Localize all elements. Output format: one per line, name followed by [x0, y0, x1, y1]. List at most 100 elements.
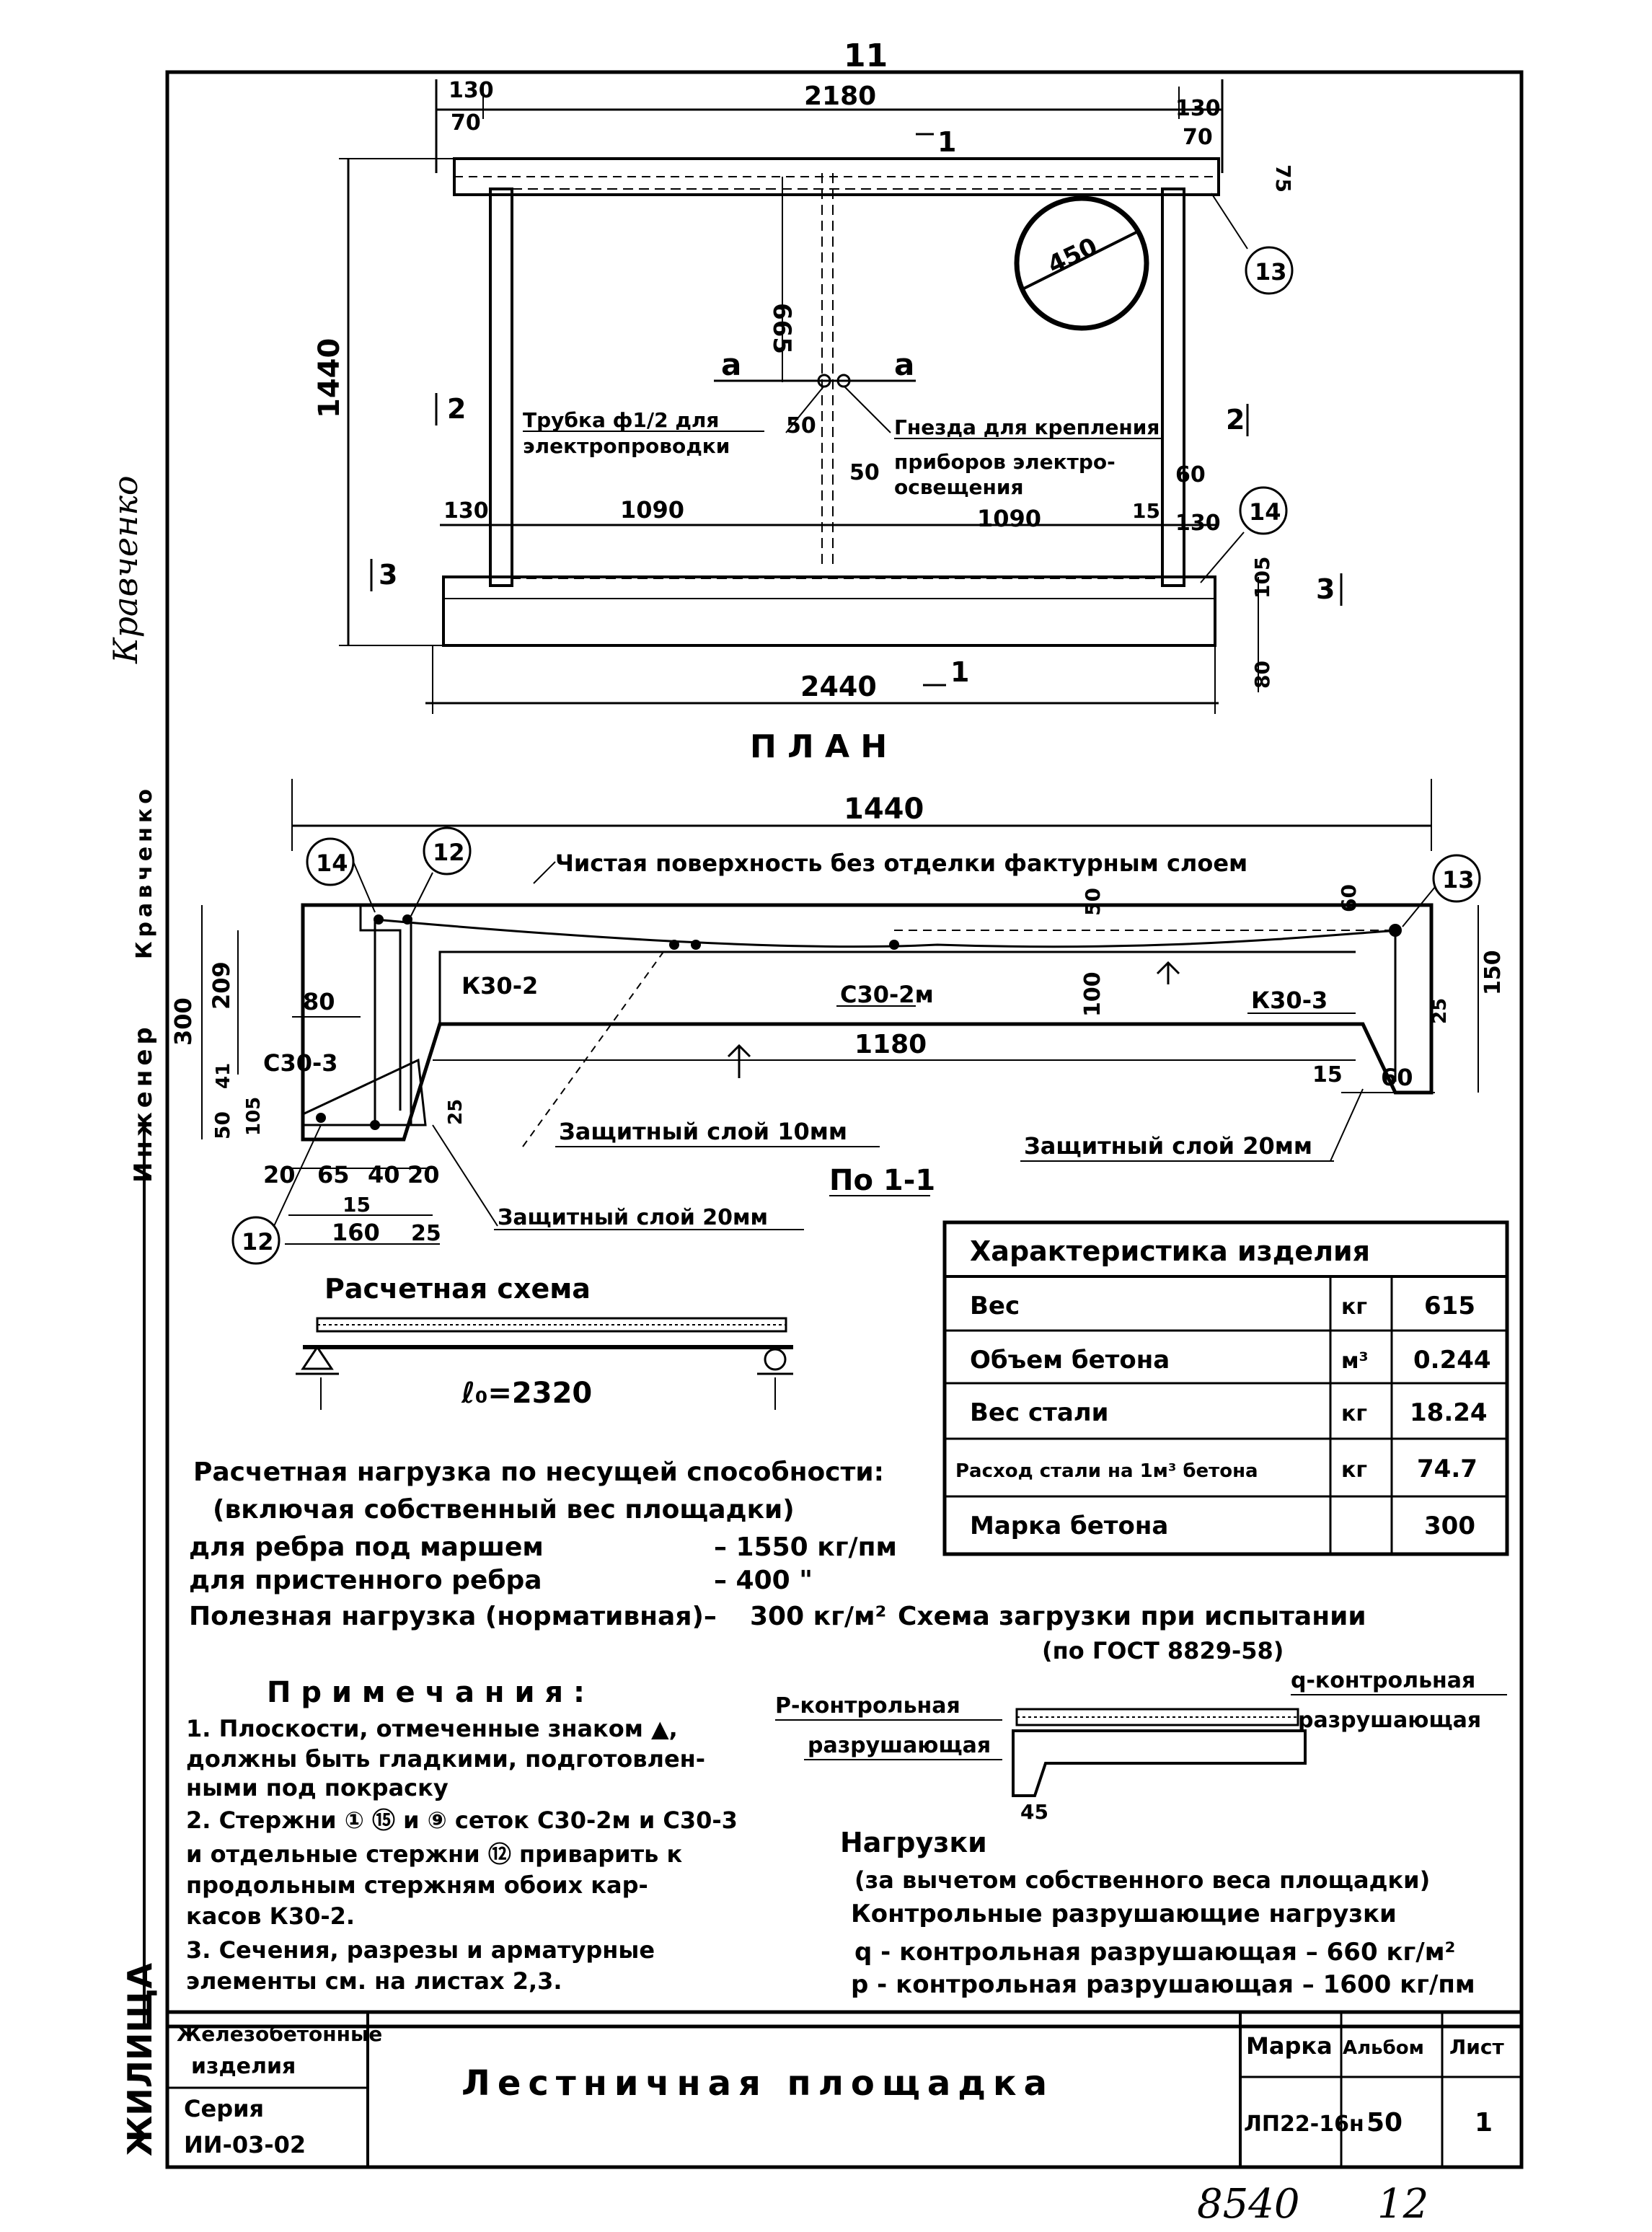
char-row-2-value: 18.24	[1410, 1398, 1488, 1427]
plan-dim-665: 665	[767, 303, 796, 354]
plan-dim-1090-right: 1090	[977, 505, 1041, 532]
note-line-8: элементы см. на листах 2,3.	[186, 1967, 562, 1995]
section-callout-12	[423, 826, 472, 875]
loads-test-scheme-sub: (по ГОСТ 8829-58)	[1042, 1637, 1284, 1664]
section-dim-300: 300	[169, 997, 197, 1046]
loads-dim-45: 45	[1020, 1800, 1048, 1824]
section-dim-20-a: 20	[263, 1161, 296, 1188]
section-dim-100: 100	[1080, 971, 1105, 1017]
section-dim-20-b: 20	[407, 1161, 440, 1188]
section-dim-25-left: 25	[445, 1099, 467, 1125]
loads-p-line: р - контрольная разрушающая – 1600 кг/пм	[851, 1970, 1475, 1999]
plan-dim-top-70-right: 70	[1183, 125, 1213, 150]
section-label-c30-3: С30-3	[263, 1049, 338, 1077]
section-dim-1440: 1440	[844, 793, 924, 826]
tb-category-1: Железобетонные	[177, 2022, 382, 2046]
section-dim-160: 160	[332, 1219, 380, 1246]
char-row-3-value: 74.7	[1417, 1455, 1477, 1483]
section-dim-15: 15	[343, 1193, 371, 1217]
svg-text:12: 12	[242, 1228, 274, 1256]
note-line-0: 1. Плоскости, отмеченные знаком ▲,	[186, 1715, 678, 1742]
svg-text:14: 14	[1249, 498, 1281, 526]
plan-label-sockets-2: приборов электро-	[894, 450, 1116, 474]
tb-series-value: ИИ-03-02	[184, 2131, 306, 2158]
section-dim-41: 41	[213, 1063, 234, 1089]
section-title: По 1-1	[829, 1164, 935, 1197]
char-row-2-name: Вес стали	[970, 1398, 1109, 1427]
plan-dim-2180: 2180	[804, 81, 876, 111]
plan-section-mark-1-top: 1	[937, 126, 956, 158]
loads-useful-value: 300 кг/м²	[750, 1602, 886, 1631]
plan-section-mark-2-left: 2	[447, 393, 466, 425]
loads-title: Нагрузки	[840, 1827, 987, 1858]
plan-dim-130-right: 130	[1175, 511, 1221, 536]
section-dim-50-top: 50	[1081, 888, 1105, 916]
section-cover-20-bottom: Защитный слой 20мм	[498, 1205, 768, 1230]
plan-view: 130 70 2180 130 70 75 450 1440 665 a	[313, 78, 1343, 765]
loads-useful-label: Полезная нагрузка (нормативная)–	[189, 1602, 717, 1631]
section-dim-60-right: 60	[1381, 1064, 1413, 1091]
char-row-0-name: Вес	[970, 1292, 1020, 1320]
loads-block: Расчетная нагрузка по несущей способност…	[189, 1457, 1507, 1999]
plan-dim-80: 80	[1250, 661, 1274, 689]
plan-mark-a-left: a	[721, 347, 741, 382]
plan-dim-450: 450	[1043, 232, 1102, 280]
note-line-3: 2. Стержни ① ⑮ и ⑨ сеток С30-2м и С30-3	[186, 1807, 738, 1834]
tb-album: 50	[1366, 2108, 1403, 2138]
note-line-4: и отдельные стержни ⑫ приварить к	[186, 1840, 683, 1868]
loads-rib-wall-value: – 400 "	[714, 1566, 813, 1595]
section-dim-50: 50	[211, 1111, 234, 1139]
loads-p-control-2: разрушающая	[808, 1733, 991, 1758]
section-dim-150: 150	[1480, 950, 1506, 995]
section-label-c30-2m: С30-2м	[840, 981, 934, 1008]
svg-text:13: 13	[1255, 258, 1287, 286]
notes-title: П р и м е ч а н и я :	[267, 1676, 585, 1709]
plan-dim-75: 75	[1271, 164, 1295, 193]
plan-dim-50-a: 50	[786, 413, 816, 438]
note-line-5: продольным стержням обоих кар-	[186, 1871, 648, 1899]
design-scheme: Расчетная схема ℓ₀=2320	[296, 1273, 793, 1410]
section-dim-105: 105	[243, 1097, 265, 1136]
section-callout-12-bottom	[231, 1216, 281, 1265]
plan-dim-1440: 1440	[313, 338, 346, 418]
svg-text:13: 13	[1442, 866, 1475, 894]
section-dim-60-top: 60	[1337, 884, 1361, 912]
plan-dim-130-left: 130	[443, 498, 489, 524]
char-row-1-name: Объем бетона	[970, 1346, 1170, 1375]
tb-sheet: 1	[1475, 2108, 1493, 2138]
loads-rib-stair-value: – 1550 кг/пм	[714, 1532, 897, 1562]
plan-dim-60: 60	[1175, 462, 1206, 488]
note-line-6: касов К30-2.	[186, 1902, 355, 1930]
char-row-4-value: 300	[1424, 1512, 1475, 1540]
section-cover-20-right: Защитный слой 20мм	[1024, 1132, 1312, 1160]
svg-text:12: 12	[433, 839, 465, 866]
tb-header-sheet: Лист	[1449, 2035, 1504, 2059]
svg-text:14: 14	[316, 850, 348, 877]
tb-series-label: Серия	[184, 2095, 264, 2122]
scheme-title: Расчетная схема	[324, 1273, 591, 1305]
side-signature: Кравченко	[106, 475, 145, 664]
plan-dim-2440: 2440	[800, 671, 877, 702]
char-row-3-name: Расход стали на 1м³ бетона	[955, 1460, 1258, 1482]
characteristics-title: Характеристика изделия	[970, 1235, 1370, 1267]
note-line-1: должны быть гладкими, подготовлен-	[186, 1745, 705, 1773]
plan-callout-13	[1245, 246, 1294, 295]
section-dim-209: 209	[208, 961, 235, 1010]
tb-product-name: Лестничная площадка	[461, 2063, 1054, 2104]
plan-callout-14	[1239, 486, 1288, 535]
plan-section-mark-1-bottom: 1	[950, 656, 969, 688]
char-row-2-unit: кг	[1341, 1401, 1367, 1426]
loads-control-title: Контрольные разрушающие нагрузки	[851, 1900, 1397, 1928]
title-block: Железобетонные изделия Серия ИИ-03-02 Ле…	[165, 2010, 1524, 2169]
plan-label-sockets-3: освещения	[894, 475, 1023, 499]
char-row-3-unit: кг	[1341, 1457, 1367, 1483]
char-row-4-name: Марка бетона	[970, 1512, 1168, 1540]
section-surface-note: Чистая поверхность без отделки фактурным…	[555, 850, 1247, 877]
loads-q-line: q - контрольная разрушающая – 660 кг/м²	[854, 1938, 1455, 1967]
plan-dim-top-130-right: 130	[1175, 96, 1221, 121]
plan-section-mark-3-left: 3	[379, 559, 397, 591]
loads-rib-stair-label: для ребра под маршем	[189, 1532, 544, 1562]
note-line-2: ными под покраску	[186, 1774, 449, 1801]
section-dim-15-right: 15	[1312, 1062, 1343, 1088]
plan-dim-15: 15	[1132, 499, 1160, 523]
